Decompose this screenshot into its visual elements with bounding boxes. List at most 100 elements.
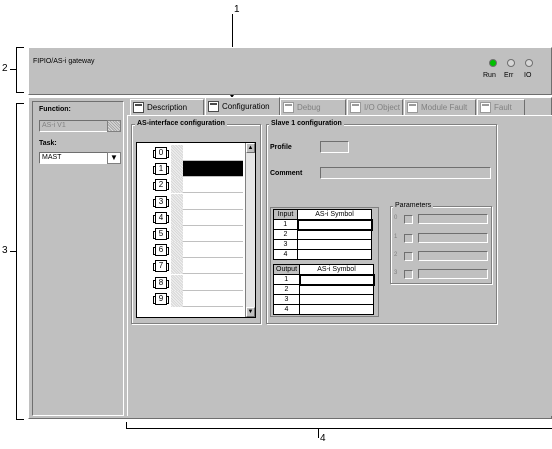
parameter-row: 1 bbox=[392, 233, 490, 244]
parameter-row: 3 bbox=[392, 269, 490, 280]
slave-name-cell[interactable] bbox=[183, 209, 243, 226]
slave-chip-icon: 0 bbox=[153, 147, 169, 159]
output-row-number: 4 bbox=[272, 304, 301, 315]
input-symbol-cell[interactable] bbox=[296, 218, 373, 231]
parameter-field[interactable] bbox=[418, 233, 488, 243]
parameter-checkbox[interactable] bbox=[404, 215, 413, 224]
slave-status-cell bbox=[171, 193, 183, 210]
slave-status-cell bbox=[171, 274, 183, 291]
parameters-title: Parameters bbox=[393, 202, 434, 209]
fault-icon bbox=[480, 102, 491, 113]
input-symbol-cell[interactable] bbox=[297, 239, 372, 250]
run-led-label: Run bbox=[483, 72, 496, 79]
function-dropdown-button[interactable] bbox=[107, 120, 121, 132]
tab-debug-label: Debug bbox=[297, 103, 321, 112]
parameters-list: 0 1 2 3 bbox=[392, 214, 490, 280]
slave-name-cell[interactable] bbox=[183, 177, 243, 194]
slave-list-item[interactable]: 8 bbox=[137, 274, 247, 291]
callout-4: 4 bbox=[320, 433, 326, 444]
tab-description[interactable]: Description bbox=[130, 99, 204, 115]
slave-chip-icon: 1 bbox=[153, 163, 169, 176]
input-symbol-cell[interactable] bbox=[297, 229, 372, 240]
slave-list-item[interactable]: 7 bbox=[137, 258, 247, 275]
slave-name-cell[interactable] bbox=[183, 226, 243, 242]
tab-fault[interactable]: Fault bbox=[477, 99, 525, 115]
slave-list-scrollbar[interactable]: ▲ ▼ bbox=[245, 143, 255, 317]
slave-name-cell[interactable] bbox=[183, 258, 243, 275]
parameter-row: 0 bbox=[392, 214, 490, 225]
tab-configuration[interactable]: Configuration bbox=[205, 97, 280, 115]
err-led-label: Err bbox=[504, 72, 514, 79]
parameter-field[interactable] bbox=[418, 251, 488, 261]
callout-2: 2 bbox=[2, 63, 8, 74]
slave-list-item[interactable]: 6 bbox=[137, 242, 247, 259]
tab-io-object[interactable]: I/O Object bbox=[347, 99, 403, 115]
comment-label: Comment bbox=[270, 170, 303, 177]
parameter-checkbox[interactable] bbox=[404, 270, 413, 279]
io-object-icon bbox=[350, 102, 361, 113]
slave-list-item[interactable]: 0 bbox=[137, 145, 247, 161]
tab-fault-label: Fault bbox=[494, 103, 512, 112]
slave-chip-icon: 5 bbox=[153, 228, 169, 240]
output-symbol-cell[interactable] bbox=[299, 294, 375, 305]
parameter-checkbox[interactable] bbox=[404, 252, 413, 261]
slave-config-title: Slave 1 configuration bbox=[269, 120, 344, 127]
description-icon bbox=[133, 102, 144, 113]
slave-list-item[interactable]: 4 bbox=[137, 209, 247, 226]
slave-name-cell[interactable] bbox=[183, 145, 243, 161]
slave-chip-icon: 8 bbox=[153, 276, 169, 289]
slave-list-item[interactable]: 3 bbox=[137, 193, 247, 210]
scroll-up-icon[interactable]: ▲ bbox=[246, 143, 255, 153]
slave-chip-icon: 4 bbox=[153, 211, 169, 224]
output-symbol-cell[interactable] bbox=[298, 273, 375, 286]
parameter-number: 0 bbox=[394, 215, 398, 221]
configuration-icon bbox=[208, 101, 219, 112]
slave-name-cell[interactable] bbox=[183, 290, 243, 307]
chevron-down-icon[interactable]: ▼ bbox=[107, 152, 121, 164]
output-symbol-cell[interactable] bbox=[299, 304, 375, 315]
slave-name-cell[interactable] bbox=[183, 193, 243, 210]
scroll-down-icon[interactable]: ▼ bbox=[246, 307, 255, 317]
tab-debug[interactable]: Debug bbox=[280, 99, 346, 115]
comment-field[interactable] bbox=[320, 167, 491, 179]
input-symbol-cell[interactable] bbox=[297, 249, 372, 260]
parameter-number: 1 bbox=[394, 234, 398, 240]
asi-config-title: AS-interface configuration bbox=[135, 120, 227, 127]
profile-field bbox=[320, 141, 349, 153]
parameters-group bbox=[390, 206, 492, 284]
slave-list-item[interactable]: 5 bbox=[137, 226, 247, 242]
slave-name-cell[interactable] bbox=[183, 274, 243, 291]
function-label: Function: bbox=[39, 106, 71, 113]
slave-list-item[interactable]: 9 bbox=[137, 290, 247, 307]
left-panel: Function: AS-i V1 Task: MAST ▼ bbox=[32, 101, 124, 416]
parameter-field[interactable] bbox=[418, 269, 488, 279]
callout-3-bracket-top bbox=[16, 103, 24, 104]
callout-4-bracket-left bbox=[126, 422, 127, 428]
table-row: 3 bbox=[272, 294, 375, 305]
slave-name-cell[interactable] bbox=[183, 161, 243, 178]
callout-3-bracket bbox=[16, 103, 17, 420]
function-select[interactable]: AS-i V1 bbox=[39, 120, 121, 132]
output-symbol-cell[interactable] bbox=[299, 284, 375, 295]
input-row-number: 2 bbox=[273, 229, 298, 240]
callout-3: 3 bbox=[2, 245, 8, 256]
task-value: MAST bbox=[42, 154, 62, 161]
tab-module-fault[interactable]: Module Fault bbox=[404, 99, 476, 115]
parameter-number: 2 bbox=[394, 252, 398, 258]
output-symbol-header: AS-i Symbol bbox=[299, 264, 375, 275]
tab-module-fault-label: Module Fault bbox=[421, 103, 468, 112]
slave-list-item[interactable]: 1 bbox=[137, 161, 247, 178]
debug-icon bbox=[283, 102, 294, 113]
slave-list-item[interactable]: 2 bbox=[137, 177, 247, 194]
table-row: 3 bbox=[273, 239, 372, 250]
slave-config-group bbox=[266, 124, 497, 324]
callout-1-arrow bbox=[228, 92, 236, 98]
slave-name-cell[interactable] bbox=[183, 242, 243, 259]
task-label: Task: bbox=[39, 140, 57, 147]
parameter-field[interactable] bbox=[418, 214, 488, 224]
input-header: Input bbox=[273, 209, 298, 220]
input-row-number: 4 bbox=[273, 249, 298, 260]
parameter-checkbox[interactable] bbox=[404, 234, 413, 243]
callout-2-tick bbox=[10, 69, 16, 70]
